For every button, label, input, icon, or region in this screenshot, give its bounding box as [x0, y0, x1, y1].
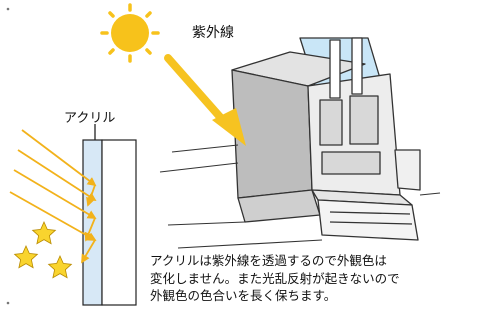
caption-line-1: アクリルは紫外線を透過するので外観色は [150, 253, 387, 268]
star-icon [31, 221, 57, 245]
acrylic-panel [82, 124, 137, 306]
stars [13, 221, 73, 279]
edge-dot [6, 301, 10, 305]
uv-label: 紫外線 [192, 25, 234, 41]
caption-line-3: 外観色の色合いを長く保ちます。 [150, 288, 337, 303]
caption: アクリルは紫外線を透過するので外観色は 変化しません。また光乱反射が起きないので… [150, 252, 400, 305]
floor-lines [159, 144, 441, 249]
sun-icon [100, 3, 160, 63]
window-frame-illustration [231, 37, 421, 241]
acrylic-label: アクリル [64, 111, 116, 126]
caption-line-2: 変化しません。また光乱反射が起きないので [150, 270, 400, 286]
star-icon [13, 245, 39, 269]
edge-dot [6, 7, 10, 11]
star-icon [47, 255, 73, 279]
light-rays [9, 129, 97, 264]
uv-arrow-icon [164, 54, 246, 146]
